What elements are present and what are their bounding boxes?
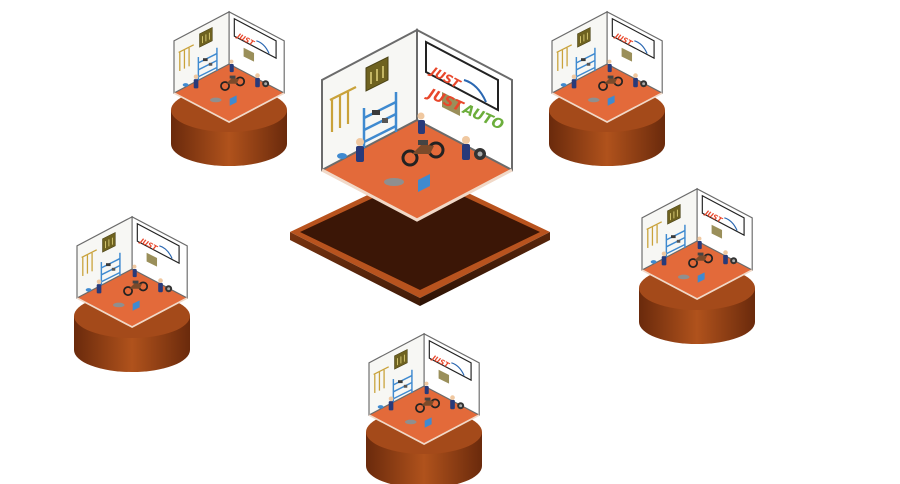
workshop-mid-right: [639, 187, 755, 344]
workshop-top-left: [171, 10, 287, 166]
workshop-bottom: [366, 332, 482, 484]
workshop-center: JUST AUTO: [290, 28, 550, 306]
workshop-mid-left: [74, 215, 190, 372]
workshop-top-right: [549, 10, 665, 166]
